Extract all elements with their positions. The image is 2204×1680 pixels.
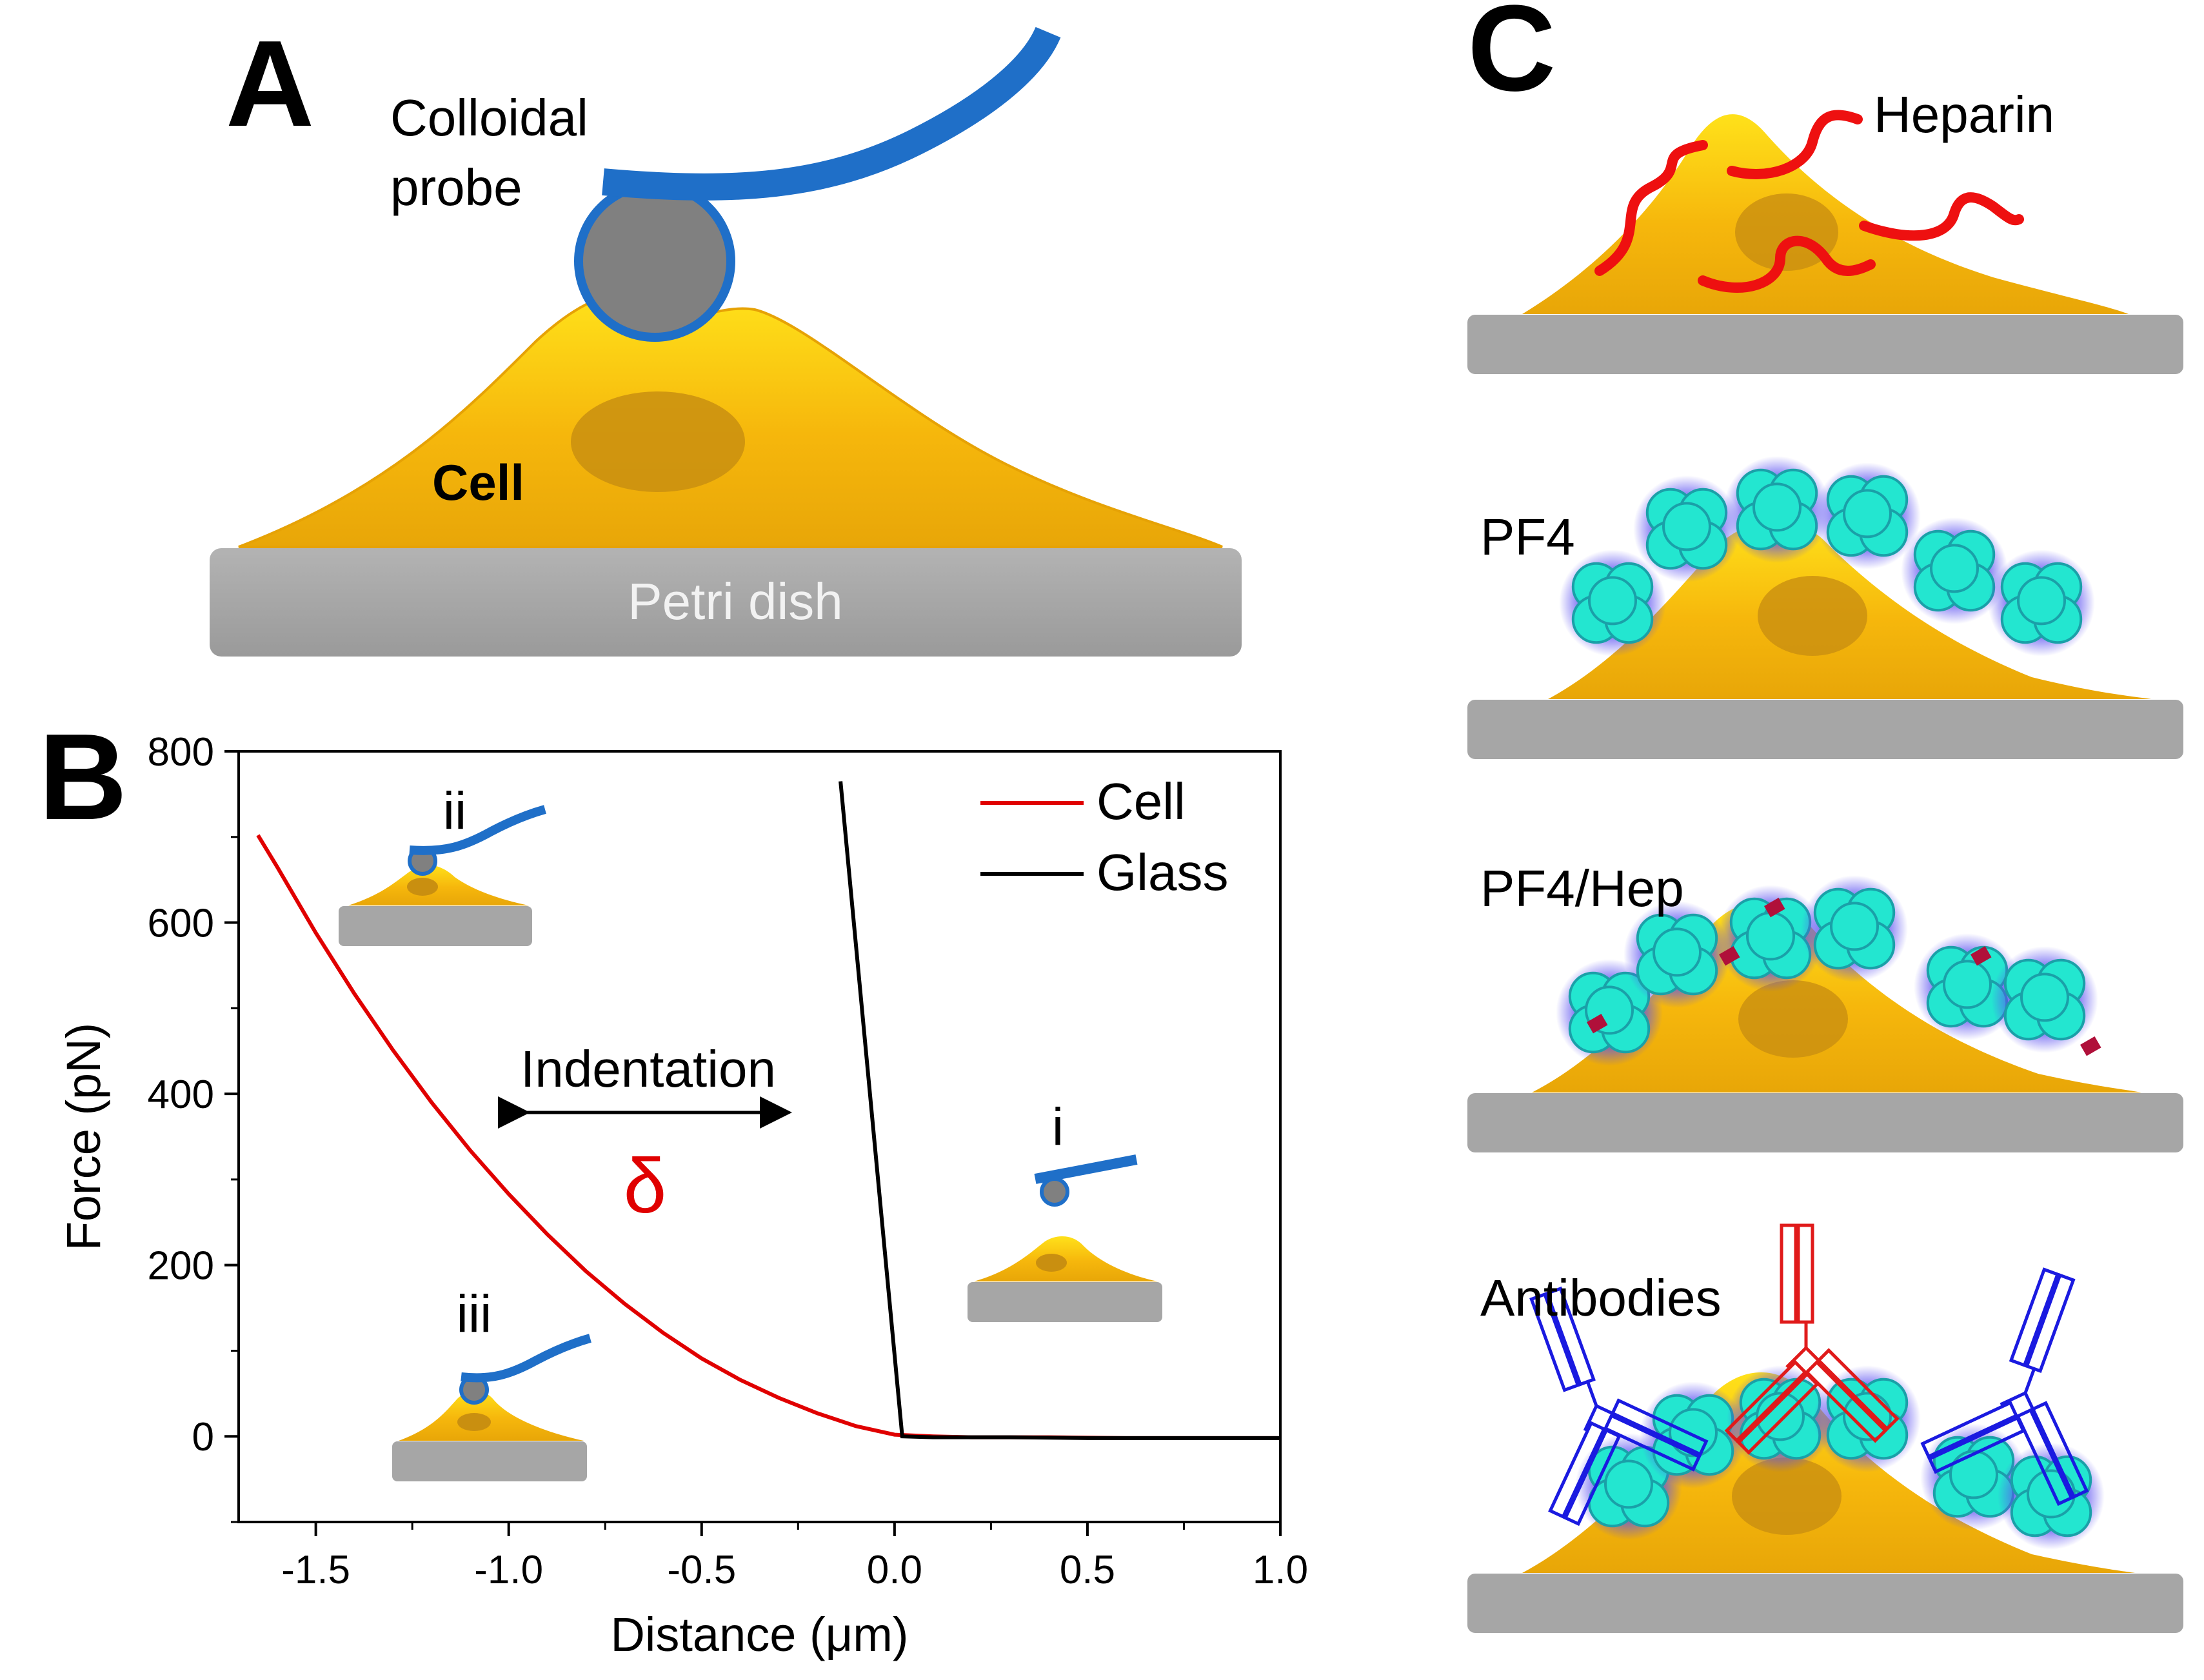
panel-c-letter: C xyxy=(1467,0,1556,117)
x-tick-label: -0.5 xyxy=(667,1548,736,1592)
cantilever xyxy=(602,26,1061,201)
delta-symbol: δ xyxy=(624,1143,667,1229)
inset-i: i xyxy=(968,1098,1162,1322)
y-tick-label: 800 xyxy=(148,730,214,775)
pf4-heparin-complexes-icon xyxy=(1556,875,2101,1066)
y-tick-label: 600 xyxy=(148,902,214,946)
indentation-annotation: Indentation δ xyxy=(498,1040,792,1229)
row-antibodies-label: Antibodies xyxy=(1480,1269,1722,1327)
inset-ii-nucleus xyxy=(407,878,438,896)
antibodies-dish xyxy=(1467,1574,2183,1633)
inset-iii-nucleus xyxy=(457,1413,491,1431)
antibody xyxy=(1724,1223,1900,1455)
inset-iii: iii xyxy=(392,1285,591,1481)
panel-c: C Heparin PF4 xyxy=(1467,0,2183,1633)
panel-a-letter: A xyxy=(226,15,314,152)
pf4-hep-cluster xyxy=(1623,901,1731,1008)
inset-iii-dish xyxy=(392,1441,587,1481)
bound-heparin-mark xyxy=(1587,1014,1608,1034)
x-axis-label: Distance (μm) xyxy=(610,1608,908,1661)
probe-label-line1: Colloidal xyxy=(390,89,588,146)
antibodies-nucleus xyxy=(1732,1458,1842,1535)
x-tick-label: -1.5 xyxy=(281,1548,350,1592)
y-axis-label: Force (pN) xyxy=(57,1023,110,1251)
inset-ii-cantilever xyxy=(409,805,546,855)
pf4-hep-cluster xyxy=(1991,946,2098,1053)
probe-label-line2: probe xyxy=(390,159,522,216)
heparin-chains-icon xyxy=(1594,110,2024,293)
petri-dish xyxy=(210,548,1242,657)
panel-b-letter: B xyxy=(39,709,127,845)
row-pf4-hep: PF4/Hep xyxy=(1467,860,2183,1152)
inset-ii: ii xyxy=(339,782,546,946)
antibody xyxy=(1529,1286,1709,1527)
inset-ii-label: ii xyxy=(443,782,466,840)
bound-heparin-mark xyxy=(1971,945,1992,966)
y-tick-label: 400 xyxy=(148,1072,214,1117)
row-heparin-label: Heparin xyxy=(1874,86,2054,143)
inset-iii-cantilever xyxy=(461,1334,591,1383)
x-tick-label: 0.5 xyxy=(1060,1548,1115,1592)
legend-cell-label: Cell xyxy=(1097,773,1186,830)
heparin-dish xyxy=(1467,315,2183,374)
indentation-label: Indentation xyxy=(521,1040,776,1098)
pf4-cluster xyxy=(1723,456,1831,563)
legend: Cell Glass xyxy=(980,773,1229,901)
pf4hep-nucleus xyxy=(1738,980,1848,1058)
plot-frame xyxy=(237,750,1282,1523)
row-antibodies: Antibodies xyxy=(1467,1223,2183,1633)
pf4hep-dish xyxy=(1467,1093,2183,1152)
pf4-tetramers-icon xyxy=(1559,456,2095,657)
inset-ii-dish xyxy=(339,906,532,946)
bound-heparin-mark xyxy=(1719,945,1740,966)
row-pf4: PF4 xyxy=(1467,456,2183,759)
pf4-nucleus xyxy=(1758,576,1867,656)
row-pf4-label: PF4 xyxy=(1480,508,1575,566)
bound-heparin-mark xyxy=(2080,1036,2101,1056)
inset-i-cantilever xyxy=(1034,1154,1138,1184)
antibody xyxy=(1920,1267,2089,1507)
x-tick-label: 0.0 xyxy=(867,1548,922,1592)
cell-label: Cell xyxy=(432,454,524,511)
cell-nucleus xyxy=(571,391,745,492)
panel-a: A Petri dish Cell Colloidal probe xyxy=(210,15,1242,657)
pf4-cluster xyxy=(1901,517,2008,624)
inset-i-cell xyxy=(974,1236,1158,1281)
series-glass-line xyxy=(839,781,1280,1440)
pf4-hep-cluster xyxy=(1801,875,1908,982)
pf4-cluster xyxy=(1559,549,1666,657)
inset-i-nucleus xyxy=(1036,1254,1067,1272)
inset-i-label: i xyxy=(1052,1098,1064,1156)
y-tick-label: 200 xyxy=(148,1244,214,1289)
petri-dish-label: Petri dish xyxy=(628,573,842,630)
y-ticks: 0 200 400 600 800 xyxy=(148,730,239,1523)
x-ticks: -1.5 -1.0 -0.5 0.0 0.5 1.0 xyxy=(281,1522,1308,1592)
pf4-hep-cluster xyxy=(1717,885,1824,992)
inset-iii-label: iii xyxy=(457,1285,492,1343)
pf4-cluster xyxy=(1988,549,2095,657)
bound-heparin-mark xyxy=(1764,898,1785,918)
x-tick-label: 1.0 xyxy=(1253,1548,1308,1592)
antibody-y-shapes-icon xyxy=(1529,1223,2089,1527)
antibody-pf4-cluster xyxy=(1814,1365,1921,1472)
pf4-dish xyxy=(1467,700,2183,759)
force-distance-chart: -1.5 -1.0 -0.5 0.0 0.5 1.0 0 200 400 600 800 Dist… xyxy=(57,730,1308,1661)
inset-iii-cell xyxy=(399,1390,584,1441)
panel-b: B -1.5 -1.0 -0.5 0.0 0.5 1.0 0 200 400 600 800 Di… xyxy=(39,709,1308,1661)
row-pf4-hep-label: PF4/Hep xyxy=(1480,860,1684,917)
legend-glass-label: Glass xyxy=(1097,844,1229,901)
x-tick-label: -1.0 xyxy=(474,1548,543,1592)
inset-i-dish xyxy=(968,1282,1162,1322)
colloidal-bead xyxy=(574,181,735,342)
y-tick-label: 0 xyxy=(192,1415,214,1459)
pf4-cluster xyxy=(1633,475,1740,582)
inset-i-bead xyxy=(1040,1177,1069,1207)
row-heparin: Heparin xyxy=(1467,86,2183,374)
antibody-pf4-cluster xyxy=(1998,1443,2105,1550)
inset-ii-cell xyxy=(348,864,529,905)
pf4-cluster xyxy=(1814,462,1921,569)
